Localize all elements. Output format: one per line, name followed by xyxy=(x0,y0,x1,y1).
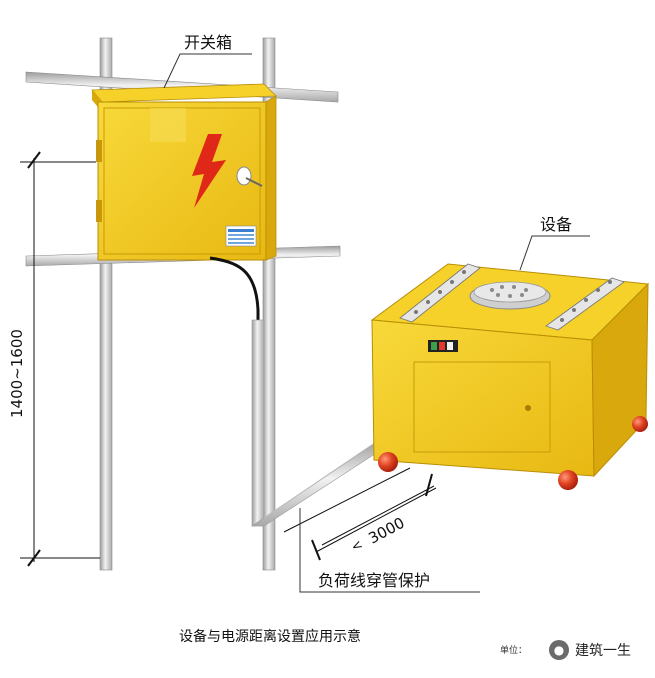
wheel-front-left xyxy=(378,452,398,472)
guide-rail-right xyxy=(545,277,625,331)
equipment xyxy=(370,263,650,490)
conduit-note-label: 负荷线穿管保护 xyxy=(318,571,430,590)
equipment-leader xyxy=(519,235,590,271)
distance-dimension xyxy=(283,467,437,561)
conduit-leader xyxy=(299,508,480,593)
watermark-text: 建筑一生 xyxy=(575,643,631,659)
wheel-back-right xyxy=(632,416,648,432)
load-cable xyxy=(209,256,391,527)
height-dimension xyxy=(20,151,100,567)
switch-box-leader xyxy=(163,53,252,89)
watermark: ● 建筑一生 xyxy=(545,638,635,662)
leader-lines xyxy=(163,53,590,593)
indicator-lights-icon xyxy=(428,340,458,352)
distance-mark-icon: < xyxy=(349,537,366,555)
wechat-icon: ● xyxy=(549,640,569,660)
height-range-label: 1400~1600 xyxy=(8,329,26,418)
unit-label: 单位： xyxy=(500,646,528,656)
lock-icon xyxy=(236,166,252,186)
diagram-caption: 设备与电源距离设置应用示意 xyxy=(179,629,361,645)
switch-box xyxy=(91,83,277,261)
conduit-vertical xyxy=(251,319,265,527)
guide-rail-left xyxy=(399,263,481,323)
wheel-front-right xyxy=(558,470,578,490)
equipment-label: 设备 xyxy=(540,215,572,234)
lightning-icon xyxy=(192,134,226,208)
switch-box-label: 开关箱 xyxy=(184,33,232,52)
